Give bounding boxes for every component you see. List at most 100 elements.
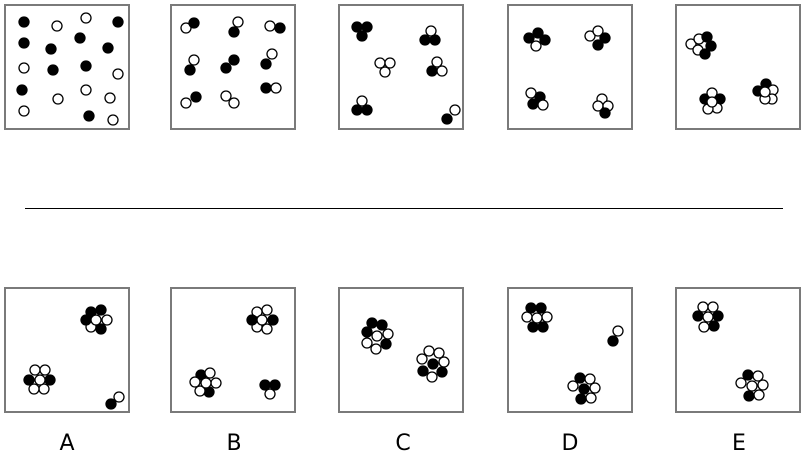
sequence-panel-2-dots: [180, 16, 286, 109]
hollow-dot: [530, 40, 542, 52]
hollow-dot: [757, 379, 769, 391]
hollow-dot: [52, 93, 64, 105]
filled-dot: [220, 62, 232, 74]
filled-dot: [523, 32, 535, 44]
filled-dot: [228, 26, 240, 38]
hollow-dot: [735, 377, 747, 389]
hollow-dot: [685, 38, 697, 50]
filled-dot: [419, 34, 431, 46]
hollow-dot: [612, 325, 624, 337]
hollow-dot: [112, 68, 124, 80]
filled-dot: [592, 39, 604, 51]
hollow-dot: [585, 392, 597, 404]
hollow-dot: [374, 57, 386, 69]
hollow-dot: [80, 84, 92, 96]
filled-dot: [535, 302, 547, 314]
hollow-dot: [433, 347, 445, 359]
option-panel-a[interactable]: [4, 287, 130, 413]
hollow-dot: [200, 377, 212, 389]
hollow-dot: [382, 328, 394, 340]
filled-dot: [259, 379, 271, 391]
filled-dot: [83, 110, 95, 122]
filled-dot: [351, 104, 363, 116]
hollow-dot: [423, 345, 435, 357]
hollow-dot: [425, 25, 437, 37]
option-panel-c[interactable]: [338, 287, 464, 413]
option-label-b[interactable]: B: [226, 431, 242, 456]
filled-dot: [274, 22, 286, 34]
hollow-dot: [426, 371, 438, 383]
filled-dot: [527, 98, 539, 110]
hollow-dot: [567, 380, 579, 392]
filled-dot: [532, 27, 544, 39]
hollow-dot: [39, 364, 51, 376]
filled-dot: [742, 369, 754, 381]
filled-dot: [366, 317, 378, 329]
option-label-d[interactable]: D: [561, 431, 579, 456]
option-panel-b-dots: [189, 304, 281, 400]
option-panel-c-dots: [361, 317, 450, 383]
filled-dot: [80, 60, 92, 72]
sequence-panel-4-dots: [523, 25, 614, 119]
hollow-dot: [107, 114, 119, 126]
hollow-dot: [702, 311, 714, 323]
option-panel-e[interactable]: [675, 287, 801, 413]
filled-dot: [574, 372, 586, 384]
hollow-dot: [104, 92, 116, 104]
filled-dot: [105, 398, 117, 410]
sequence-panel-5-dots: [685, 31, 779, 115]
filled-dot: [267, 314, 279, 326]
hollow-dot: [379, 66, 391, 78]
hollow-dot: [18, 62, 30, 74]
option-panel-e-dots: [692, 301, 769, 402]
hollow-dot: [449, 104, 461, 116]
filled-dot: [376, 319, 388, 331]
filled-dot: [356, 30, 368, 42]
filled-dot: [74, 32, 86, 44]
filled-dot: [426, 65, 438, 77]
option-panel-b[interactable]: [170, 287, 296, 413]
hollow-dot: [29, 364, 41, 376]
filled-dot: [18, 16, 30, 28]
sequence-panel-1: [4, 4, 130, 130]
hollow-dot: [698, 321, 710, 333]
option-label-e[interactable]: E: [732, 431, 746, 456]
filled-dot: [527, 321, 539, 333]
hollow-dot: [356, 95, 368, 107]
hollow-dot: [101, 314, 113, 326]
sequence-panel-4: [507, 4, 633, 130]
filled-dot: [429, 34, 441, 46]
option-label-c[interactable]: C: [395, 431, 411, 456]
hollow-dot: [80, 12, 92, 24]
hollow-dot: [697, 301, 709, 313]
hollow-dot: [194, 385, 206, 397]
filled-dot: [712, 310, 724, 322]
filled-dot: [23, 374, 35, 386]
hollow-dot: [28, 383, 40, 395]
sequence-panel-5: [675, 4, 801, 130]
filled-dot: [260, 58, 272, 70]
hollow-dot: [759, 86, 771, 98]
hollow-dot: [537, 99, 549, 111]
filled-dot: [361, 326, 373, 338]
hollow-dot: [189, 376, 201, 388]
option-panel-a-dots: [23, 304, 125, 410]
filled-dot: [701, 31, 713, 43]
hollow-dot: [228, 97, 240, 109]
filled-dot: [525, 302, 537, 314]
filled-dot: [44, 374, 56, 386]
option-panel-d[interactable]: [507, 287, 633, 413]
filled-dot: [47, 64, 59, 76]
sequence-panel-3-dots: [351, 21, 461, 125]
filled-dot: [228, 54, 240, 66]
option-label-a[interactable]: A: [59, 431, 75, 456]
filled-dot: [537, 321, 549, 333]
filled-dot: [18, 37, 30, 49]
hollow-dot: [541, 311, 553, 323]
filled-dot: [269, 379, 281, 391]
hollow-dot: [416, 353, 428, 365]
hollow-dot: [436, 65, 448, 77]
hollow-dot: [90, 314, 102, 326]
hollow-dot: [525, 87, 537, 99]
